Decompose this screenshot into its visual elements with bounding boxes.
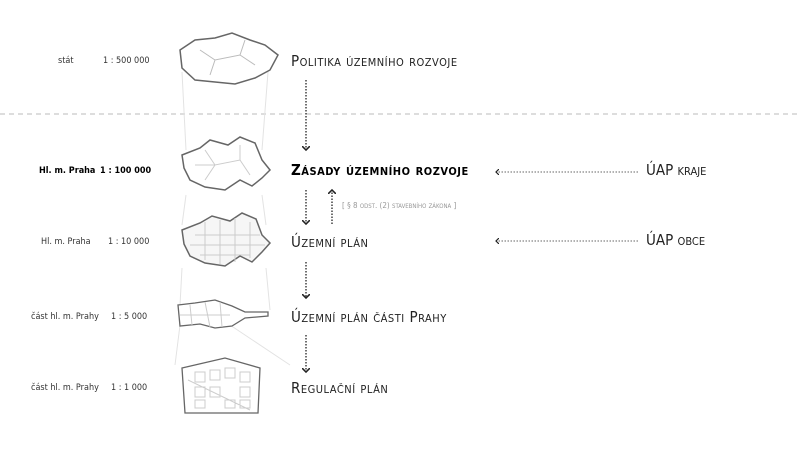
city-part-map-icon: [177, 299, 269, 329]
title-politika: Politika územního rozvoje: [291, 52, 458, 70]
title-regulacni-plan: Regulační plán: [291, 379, 389, 397]
title-zasady: Zásady územního rozvoje: [291, 161, 469, 179]
title-uzemni-plan: Územní plán: [291, 233, 369, 251]
level-area: Hl. m. Praha: [39, 166, 96, 176]
prague-regions-map-icon: [181, 136, 272, 191]
level-area: část hl. m. Prahy: [31, 383, 99, 393]
level-scale: 1 : 1 000: [111, 383, 148, 393]
level-scale: 1 : 100 000: [100, 166, 152, 176]
regulation-plan-map-icon: [181, 357, 261, 414]
prague-districts-map-icon: [181, 212, 272, 267]
title-uzemni-plan-casti: Územní plán části Prahy: [291, 308, 447, 326]
level-area: část hl. m. Prahy: [31, 312, 99, 322]
czech-map-icon: [179, 32, 279, 85]
legal-note: [ § 8 odst. (2) stavebního zákona ]: [342, 201, 457, 210]
level-scale: 1 : 5 000: [111, 312, 148, 322]
uap-obce: ÚAP obce: [646, 231, 706, 249]
level-area: Hl. m. Praha: [41, 237, 91, 247]
uap-kraje: ÚAP kraje: [646, 161, 707, 179]
level-scale: 1 : 10 000: [108, 237, 150, 247]
level-scale: 1 : 500 000: [103, 56, 150, 66]
level-area: stát: [58, 56, 74, 66]
